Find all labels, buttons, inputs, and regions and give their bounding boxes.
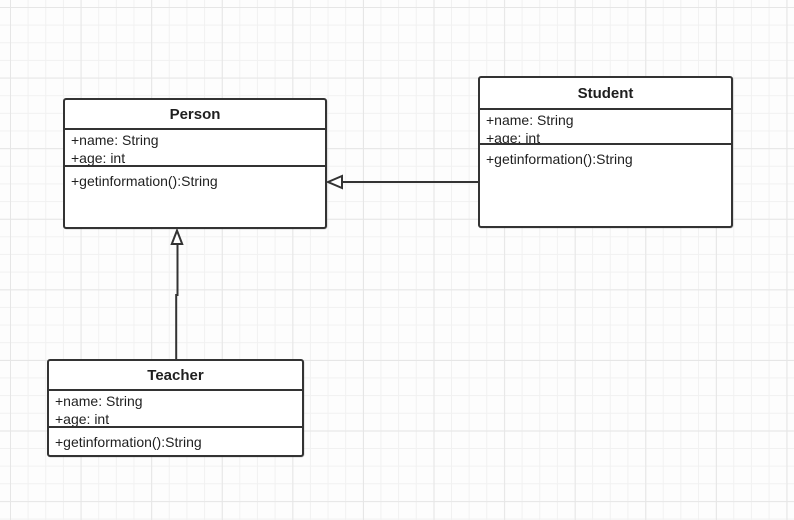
class-attribute: +name: String [55, 393, 143, 409]
class-attribute: +age: int [55, 411, 110, 427]
class-attribute: +age: int [71, 150, 126, 166]
uml-class-person[interactable]: Person +name: String +age: int +getinfor… [63, 98, 327, 229]
class-method: +getinformation():String [486, 151, 633, 167]
class-title: Person [65, 100, 325, 130]
class-methods-section: +getinformation():String [49, 428, 302, 455]
class-method: +getinformation():String [55, 434, 202, 450]
generalization-student-to-person[interactable] [325, 174, 478, 190]
generalization-teacher-to-person[interactable] [170, 227, 184, 360]
uml-class-student[interactable]: Student +name: String +age: int +getinfo… [478, 76, 733, 228]
class-attributes-section: +name: String +age: int [65, 130, 325, 167]
class-attribute: +name: String [486, 112, 574, 128]
class-methods-section: +getinformation():String [480, 145, 731, 226]
relation-line [175, 244, 179, 359]
class-method: +getinformation():String [71, 173, 218, 189]
hollow-triangle-arrowhead [325, 174, 343, 190]
class-methods-section: +getinformation():String [65, 167, 325, 227]
class-attributes-section: +name: String +age: int [49, 391, 302, 428]
class-attribute: +name: String [71, 132, 159, 148]
hollow-triangle-arrowhead [170, 227, 184, 245]
uml-class-teacher[interactable]: Teacher +name: String +age: int +getinfo… [47, 359, 304, 457]
class-title: Teacher [49, 361, 302, 391]
class-title: Student [480, 78, 731, 110]
class-attribute: +age: int [486, 130, 541, 145]
class-attributes-section: +name: String +age: int [480, 110, 731, 145]
